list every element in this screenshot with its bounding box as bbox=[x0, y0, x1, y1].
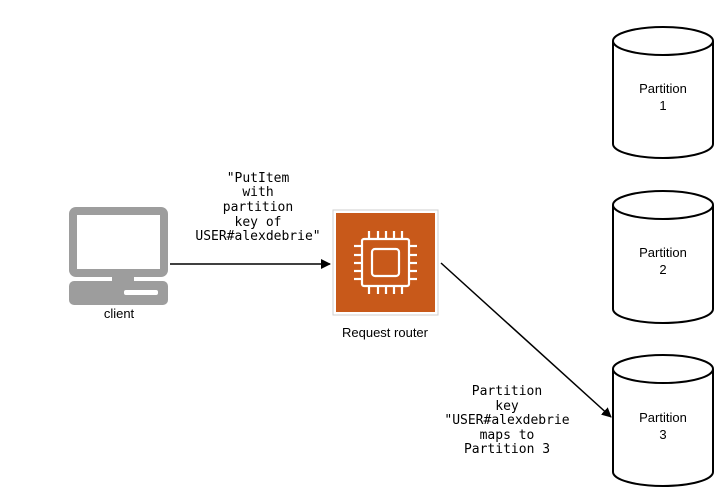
partition-number: 3 bbox=[659, 427, 666, 442]
partition-label: Partition bbox=[639, 81, 687, 96]
routing-message-line: Partition 3 bbox=[464, 442, 550, 457]
request-message-line: "PutItem bbox=[227, 171, 290, 186]
router-tile bbox=[336, 213, 435, 312]
cylinder-database-icon bbox=[612, 41, 714, 159]
partition-3-cylinder: Partition 3 bbox=[612, 354, 714, 487]
request-message: "PutItem with partition key of USER#alex… bbox=[195, 171, 320, 244]
routing-message: Partition key "USER#alexdebrie maps to P… bbox=[444, 384, 569, 457]
routing-message-line: key bbox=[495, 399, 519, 414]
client-node: client bbox=[69, 207, 168, 321]
request-message-line: key of bbox=[235, 215, 282, 230]
partition-number: 1 bbox=[659, 98, 666, 113]
partition-label: Partition bbox=[639, 410, 687, 425]
router-node: Request router bbox=[332, 209, 439, 340]
partition-label: Partition bbox=[639, 245, 687, 260]
router-label: Request router bbox=[342, 325, 429, 340]
request-message-line: partition bbox=[223, 200, 293, 215]
routing-message-line: "USER#alexdebrie bbox=[444, 413, 569, 428]
desktop-computer-icon bbox=[69, 207, 168, 305]
cylinder-database-icon bbox=[612, 205, 714, 324]
partition-2-cylinder: Partition 2 bbox=[612, 190, 714, 324]
routing-message-line: maps to bbox=[480, 428, 535, 443]
routing-message-line: Partition bbox=[472, 384, 542, 399]
cylinder-database-icon bbox=[612, 369, 714, 487]
client-label: client bbox=[104, 306, 135, 321]
partition-1-cylinder: Partition 1 bbox=[612, 26, 714, 159]
router-to-partition3-arrow bbox=[440, 262, 612, 418]
partition-number: 2 bbox=[659, 262, 666, 277]
request-message-line: with bbox=[242, 185, 273, 200]
request-message-line: USER#alexdebrie" bbox=[195, 229, 320, 244]
processor-chip-icon bbox=[354, 231, 417, 294]
